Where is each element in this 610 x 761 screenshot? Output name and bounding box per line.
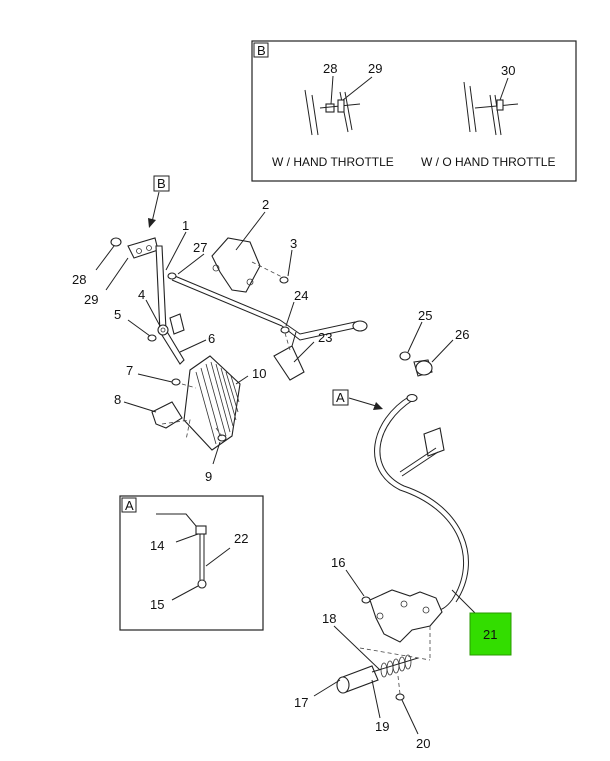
label-26: 26 <box>455 327 469 342</box>
caption-with-hand-throttle: W / HAND THROTTLE <box>272 155 394 169</box>
caption-without-hand-throttle: W / O HAND THROTTLE <box>421 155 555 169</box>
callout-b: B <box>148 175 170 228</box>
label-4: 4 <box>138 287 145 302</box>
label-22: 22 <box>234 531 248 546</box>
svg-text:B: B <box>157 176 166 191</box>
highlight-21[interactable]: 21 <box>469 612 512 656</box>
detail-a-tag: A <box>125 498 134 513</box>
label-16: 16 <box>331 555 345 570</box>
callout-a: A <box>332 389 383 410</box>
label-8: 8 <box>114 392 121 407</box>
label-6: 6 <box>208 331 215 346</box>
label-23: 23 <box>318 330 332 345</box>
label-29: 29 <box>84 292 98 307</box>
label-5: 5 <box>114 307 121 322</box>
svg-text:A: A <box>336 390 345 405</box>
no-hand-throttle-sketch <box>463 77 519 136</box>
label-24: 24 <box>294 288 308 303</box>
label-1: 1 <box>182 218 189 233</box>
label-15: 15 <box>150 597 164 612</box>
label-10: 10 <box>252 366 266 381</box>
label-29-detail: 29 <box>368 61 382 76</box>
pedal-assembly <box>110 237 433 451</box>
label-17: 17 <box>294 695 308 710</box>
pedal-labels: 1 2 3 4 5 6 7 8 9 10 27 28 29 24 23 25 2… <box>72 197 469 484</box>
hand-throttle-sketch <box>304 75 373 136</box>
label-2: 2 <box>262 197 269 212</box>
label-14: 14 <box>150 538 164 553</box>
detail-b-panel: B 28 29 30 W / HAND THROTTLE W / O <box>251 40 577 182</box>
label-9: 9 <box>205 469 212 484</box>
label-3: 3 <box>290 236 297 251</box>
label-28: 28 <box>72 272 86 287</box>
label-25: 25 <box>418 308 432 323</box>
detail-a-panel: A 14 15 22 <box>119 495 264 631</box>
cable-labels: 16 17 18 19 20 <box>294 555 489 751</box>
label-30-detail: 30 <box>501 63 515 78</box>
label-27: 27 <box>193 240 207 255</box>
label-20: 20 <box>416 736 430 751</box>
label-28-detail: 28 <box>323 61 337 76</box>
label-18: 18 <box>322 611 336 626</box>
throttle-cable-assembly <box>336 393 469 701</box>
detail-b-tag: B <box>257 43 266 58</box>
label-7: 7 <box>126 363 133 378</box>
label-21: 21 <box>483 627 497 642</box>
label-19: 19 <box>375 719 389 734</box>
